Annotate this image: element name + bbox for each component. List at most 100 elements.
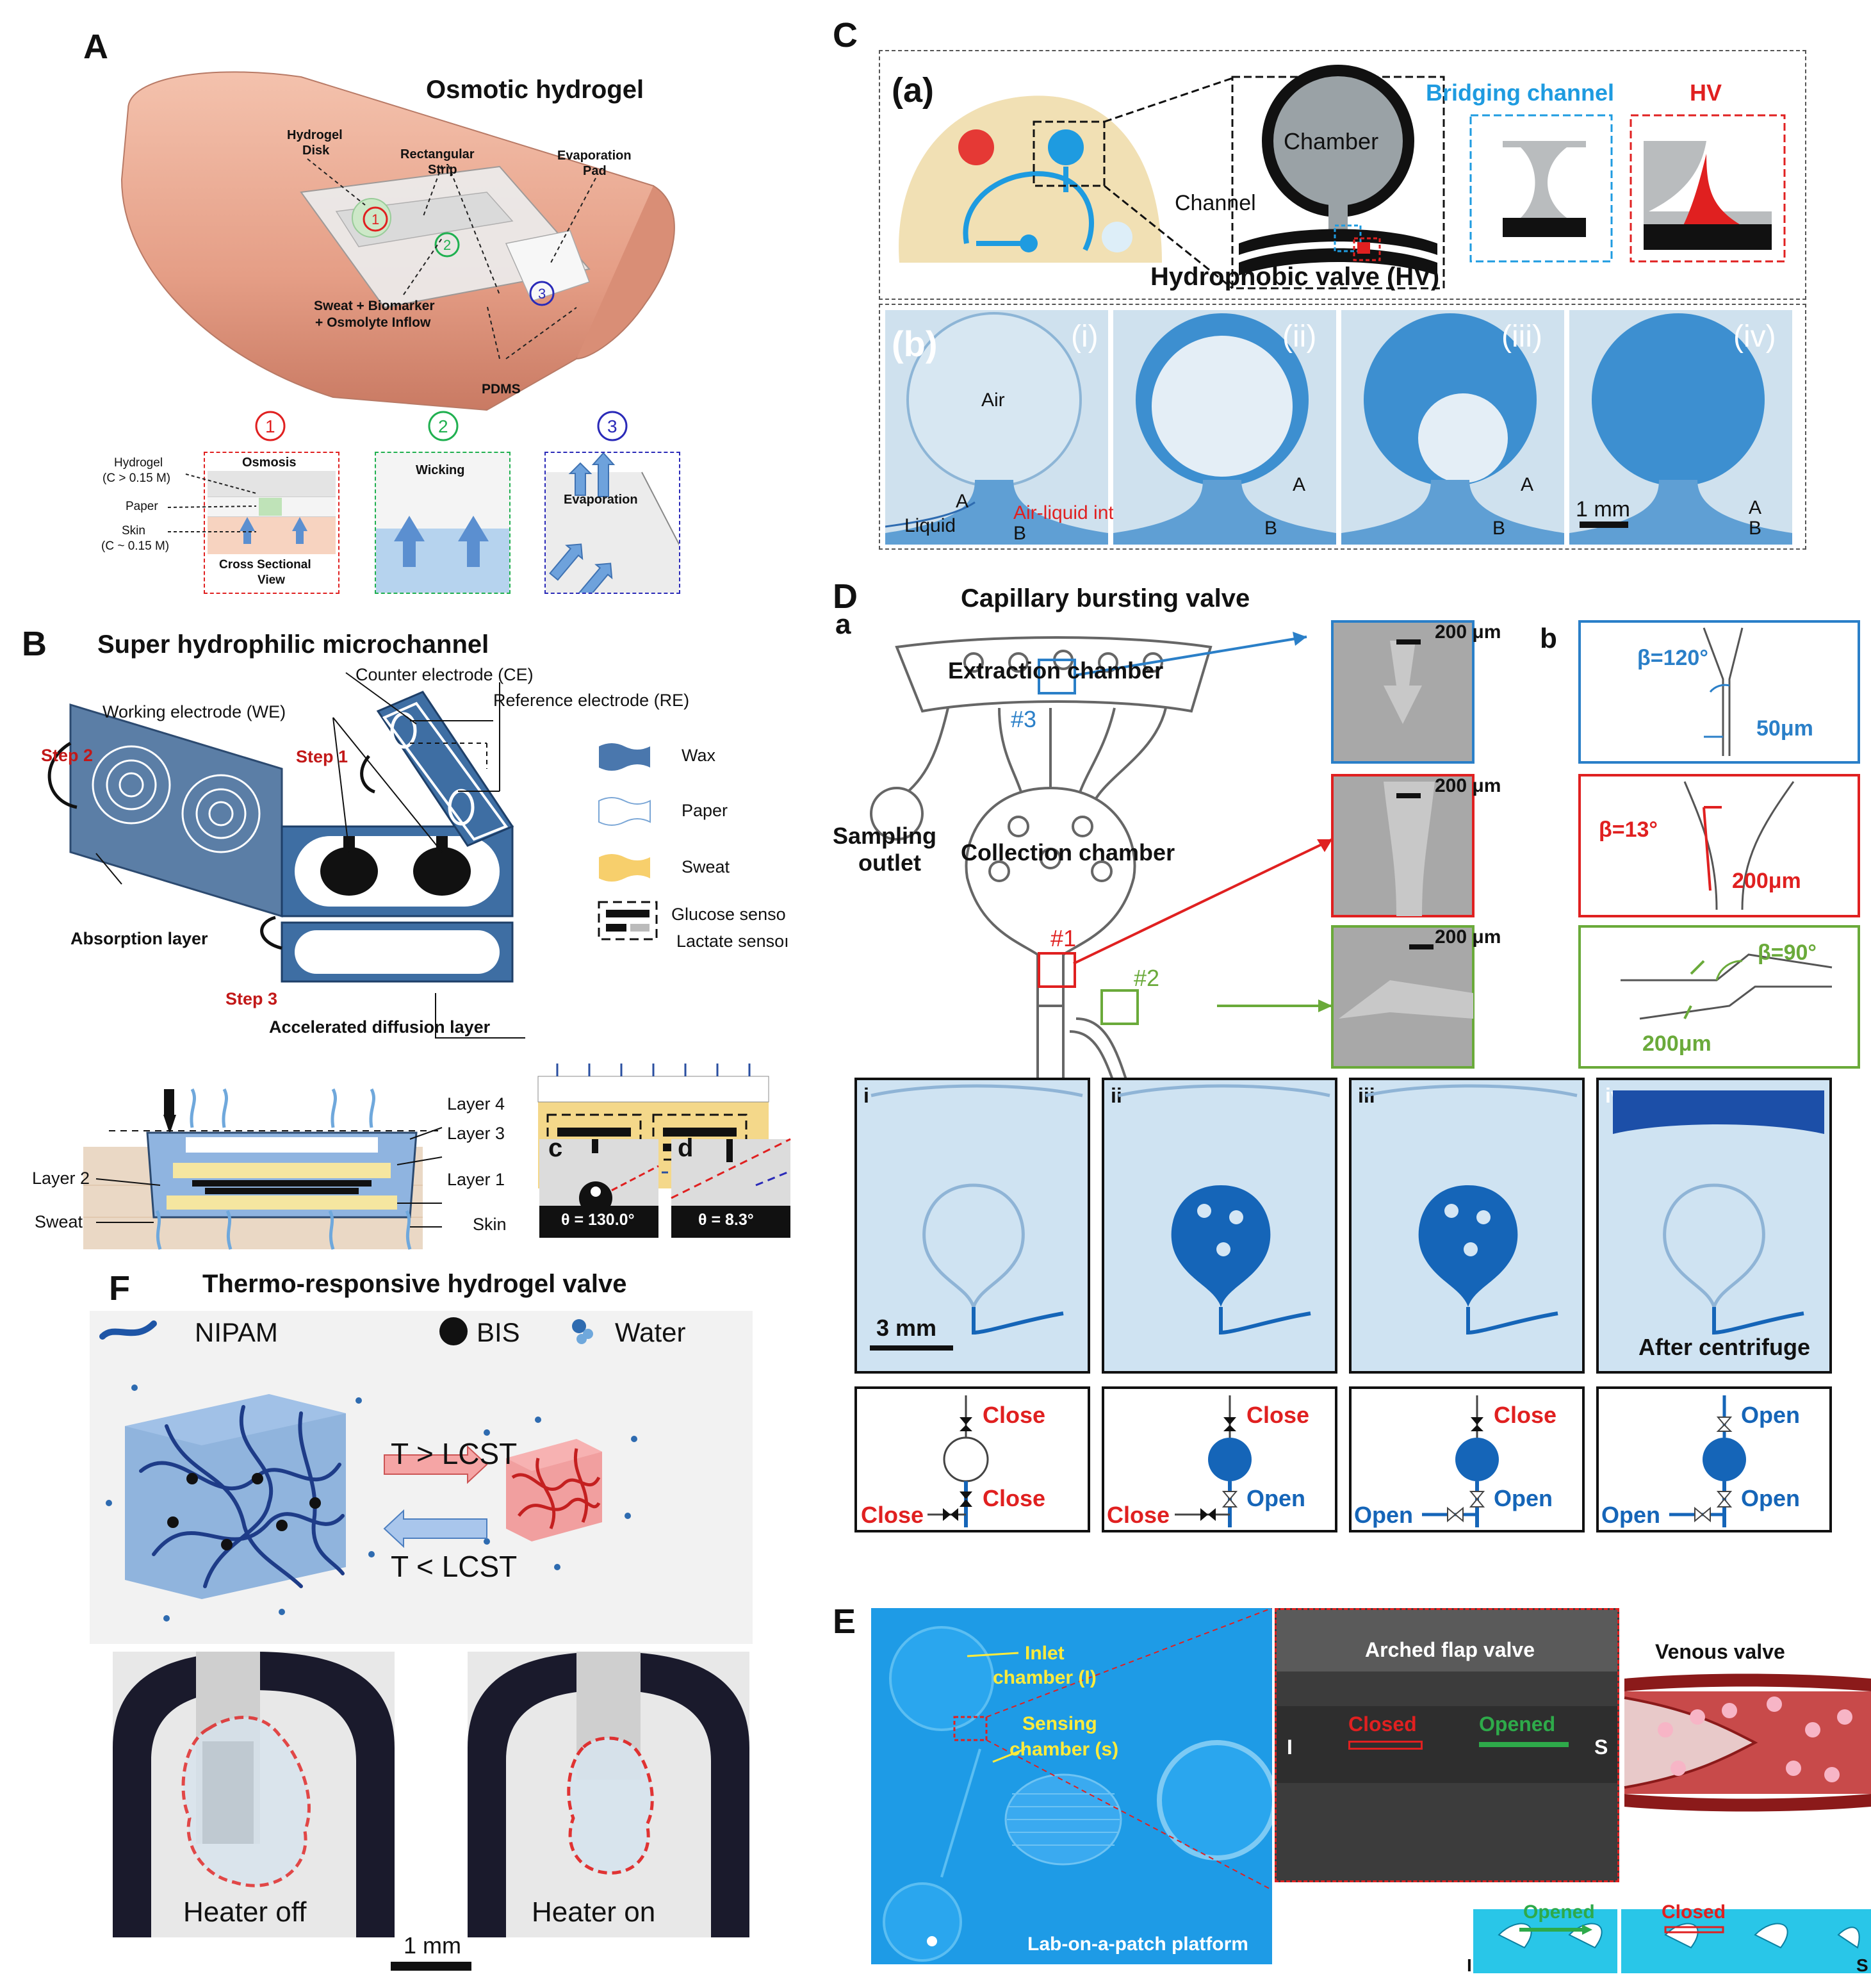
cross-paper-label: Paper (126, 500, 158, 513)
evaporation-label: Evaporation (564, 493, 638, 507)
lab-on-patch-photo: Inlet chamber (I) Sensing chamber (s) La… (871, 1608, 1272, 1964)
channel-label: Channel (1175, 191, 1256, 215)
hydrophobic-valve-label: Hydrophobic valve (HV) (1150, 263, 1440, 291)
opened-label: Opened (1479, 1713, 1556, 1736)
bottom-i-label: I (1467, 1955, 1472, 1975)
wicking-label: Wicking (416, 463, 465, 477)
c-iii-point-a: A (1521, 474, 1534, 495)
heater-off-label: Heater off (183, 1896, 307, 1928)
heater-on-photo: Heater on (468, 1652, 749, 1937)
rectangular-strip-label-1: Rectangular (400, 147, 475, 161)
sem-scale-3: 200 μm (1435, 926, 1501, 948)
beta-13-label: β=13° (1599, 817, 1658, 842)
sem-scale-1: 200 μm (1435, 621, 1501, 643)
step-3-number: 3 (607, 416, 617, 436)
d-photo-scale-label: 3 mm (876, 1315, 937, 1341)
osmosis-box: Osmosis Cross Sectional View (204, 452, 339, 594)
super-hydrophilic-title: Super hydrophilic microchannel (97, 630, 489, 659)
cross-section-caption-2: View (257, 573, 285, 587)
osmosis-label: Osmosis (242, 456, 297, 470)
closed-label: Closed (1348, 1713, 1417, 1736)
cross-section-caption-1: Cross Sectional (219, 558, 311, 571)
width-50-label: 50μm (1756, 716, 1813, 741)
heater-on-label: Heater on (532, 1896, 656, 1928)
osmotic-hydrogel-title: Osmotic hydrogel (426, 76, 644, 104)
panel-letter-e: E (833, 1602, 856, 1641)
d-photo-scale-bar (870, 1345, 953, 1351)
d-photo-i-label: i (863, 1084, 869, 1107)
panel-letter-a: A (83, 28, 108, 66)
d-iv-left-state: Open (1601, 1502, 1661, 1528)
step-3-marker: 3 (538, 286, 546, 302)
c-iii-point-b: B (1492, 518, 1506, 539)
bridging-channel-label: Bridging channel (1426, 79, 1615, 106)
cross-hydrogel-label-1: Hydrogel (114, 456, 163, 470)
d-i-left-state: Close (861, 1502, 924, 1528)
bis-label: BIS (477, 1317, 520, 1347)
step-2-number: 2 (438, 416, 448, 436)
hydrogel-schematic (90, 1311, 753, 1644)
c-frame-iii-label: (iii) (1501, 320, 1542, 354)
sem-i-label: I (1287, 1736, 1293, 1759)
sampling-outlet-label-2: outlet (858, 850, 921, 876)
skin-label: Skin (473, 1215, 507, 1234)
f-scale-bar (391, 1962, 471, 1971)
c-frame-i: (i) (b) Air Liquid Air-liquid interface … (885, 310, 1167, 545)
arched-flap-sem: Arched flap valve Closed Opened I S (1275, 1608, 1619, 1882)
reference-electrode-label: Reference electrode (RE) (493, 691, 690, 710)
layer-2-label: Layer 2 (32, 1169, 90, 1188)
working-electrode-label: Working electrode (WE) (102, 702, 286, 721)
valve-id-3: #3 (1011, 706, 1037, 732)
width-200-red-label: 200μm (1732, 869, 1801, 893)
water-label: Water (615, 1317, 686, 1347)
sensing-chamber-label-1: Sensing (1022, 1713, 1097, 1734)
c-i-point-a: A (956, 491, 969, 512)
d-state-iii: Close Open Open (1349, 1386, 1585, 1532)
legend-lactate: Lactate sensoı (676, 932, 789, 951)
valve-id-1: #1 (1050, 925, 1077, 951)
contact-angle-c-letter: c (548, 1134, 563, 1162)
d-iv-mid-state: Open (1741, 1485, 1801, 1511)
panel-c: C (833, 0, 1871, 564)
paper-sensor-illustration (47, 672, 791, 1250)
panel-letter-f: F (109, 1269, 130, 1308)
d-sub-b-label: b (1540, 623, 1557, 654)
panel-letter-c: C (833, 16, 858, 54)
panel-letter-d: D (833, 577, 858, 616)
wicking-box: Wicking (375, 452, 511, 594)
d-ii-left-state: Close (1107, 1502, 1170, 1528)
venous-valve-label: Venous valve (1655, 1640, 1785, 1663)
c-frame-ii: (ii) A B (1113, 310, 1336, 545)
sem-scale-2: 200 μm (1435, 775, 1501, 796)
capillary-bursting-title: Capillary bursting valve (961, 584, 1250, 612)
evaporation-pad-label-1: Evaporation (557, 149, 632, 163)
bottom-s-label: S (1856, 1955, 1868, 1975)
d-state-i: Close Close Close (854, 1386, 1090, 1532)
d-sub-a-label: a (835, 609, 851, 640)
t-below-lcst: T < LCST (391, 1550, 518, 1583)
inflow-label-2: + Osmolyte Inflow (315, 315, 431, 330)
bottom-closed-label: Closed (1662, 1902, 1726, 1923)
d-state-ii: Close Open Close (1102, 1386, 1337, 1532)
panel-f: F Thermo-responsive hydrogel valve (0, 1269, 833, 1988)
hydrogel-disk-label-1: Hydrogel (287, 128, 343, 142)
venous-valve-illustration (1473, 1673, 1871, 1973)
closed-arrow (1348, 1741, 1423, 1750)
legend-paper: Paper (682, 801, 728, 820)
layer-4-label: Layer 4 (447, 1094, 505, 1113)
step-number-circles (255, 411, 628, 441)
arched-flap-label: Arched flap valve (1365, 1638, 1535, 1661)
opened-arrow (1479, 1742, 1569, 1747)
d-iii-left-state: Open (1354, 1502, 1414, 1528)
contact-angle-d-value: θ = 8.3° (698, 1211, 754, 1229)
bursting-valve-schematic (870, 620, 1860, 1121)
c-frame-i-label: (i) (1071, 320, 1099, 354)
c-ii-point-a: A (1293, 474, 1306, 495)
hydrogel-disk-label-2: Disk (302, 144, 330, 158)
legend-wax: Wax (682, 746, 715, 765)
beta-90-label: β=90° (1758, 941, 1817, 965)
t-above-lcst: T > LCST (391, 1437, 518, 1470)
c-frame-ii-label: (ii) (1282, 320, 1317, 354)
c-frame-iv: (iv) A B 1 mm (1569, 310, 1792, 545)
cross-section-leaders (167, 473, 257, 532)
